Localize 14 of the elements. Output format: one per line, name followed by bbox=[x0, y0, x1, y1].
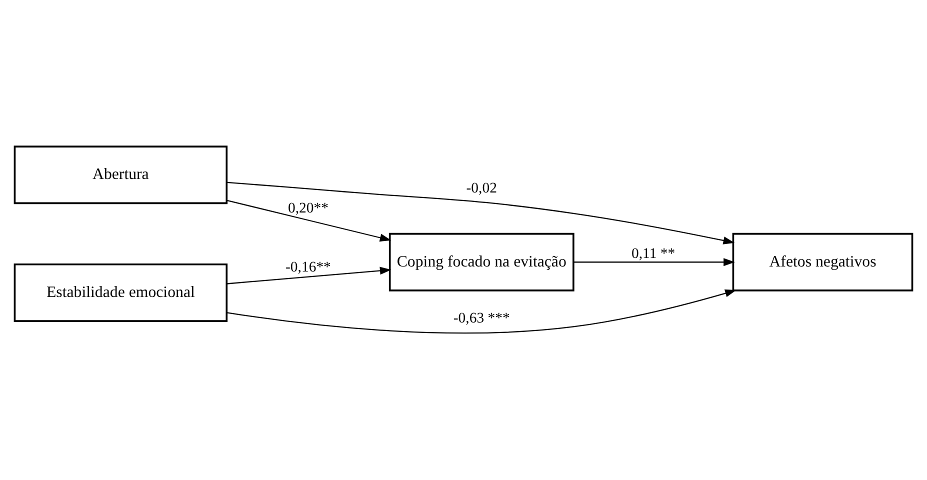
edge-label: -0,02 bbox=[466, 180, 497, 196]
node-box: Estabilidade emocional bbox=[14, 263, 228, 322]
arrow bbox=[226, 289, 736, 334]
node-box: Abertura bbox=[14, 146, 228, 204]
edge-label: -0,16** bbox=[286, 260, 331, 276]
edge-label: -0,63 *** bbox=[453, 310, 510, 327]
node-box: Afetos negativos bbox=[732, 232, 914, 292]
arrow bbox=[226, 200, 392, 242]
edge-label: 0,20** bbox=[288, 200, 328, 217]
arrow bbox=[227, 182, 735, 244]
node-box: Coping focado na evitação bbox=[388, 232, 574, 292]
arrow bbox=[574, 258, 735, 266]
edge-label: 0,11 ** bbox=[632, 246, 676, 262]
arrow bbox=[226, 266, 392, 284]
